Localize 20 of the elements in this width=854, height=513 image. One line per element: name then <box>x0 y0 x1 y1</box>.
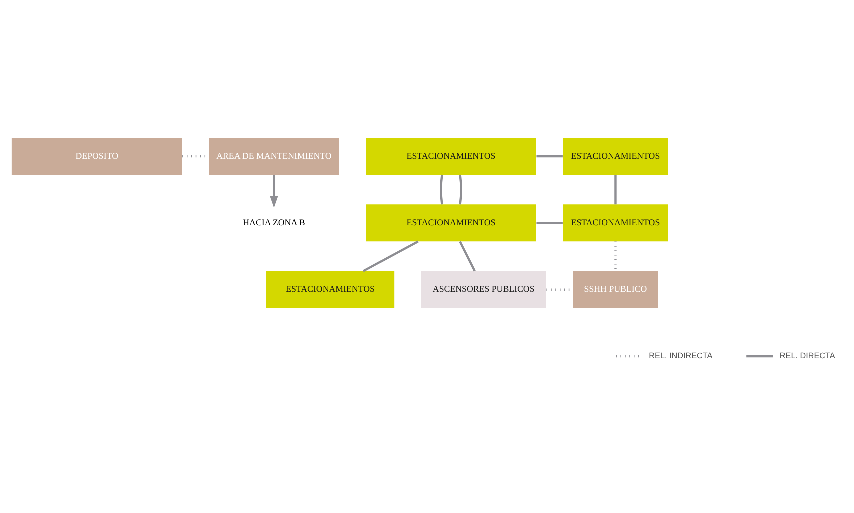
node-box: AREA DE MANTENIMIENTO <box>209 138 340 175</box>
node-box: ESTACIONAMIENTOS <box>366 138 536 175</box>
node-box: DEPOSITO <box>12 138 182 175</box>
node-box: ESTACIONAMIENTOS <box>563 204 668 242</box>
node-box: ASCENSORES PUBLICOS <box>421 271 546 308</box>
node-box: ESTACIONAMIENTOS <box>266 271 395 308</box>
legend-label: REL. INDIRECTA <box>649 352 713 361</box>
connector <box>362 240 419 272</box>
node-box: ESTACIONAMIENTOS <box>563 138 668 175</box>
node-box: ESTACIONAMIENTOS <box>366 204 536 242</box>
connector <box>459 174 462 205</box>
connector <box>440 174 444 205</box>
node-text: HACIA ZONA B <box>243 217 306 228</box>
connector <box>536 222 563 224</box>
connector <box>536 155 563 158</box>
connector <box>459 241 476 272</box>
node-box: SSHH PUBLICO <box>573 271 658 308</box>
connector <box>614 175 617 205</box>
arrow <box>270 175 278 208</box>
legend-label: REL. DIRECTA <box>780 352 836 361</box>
